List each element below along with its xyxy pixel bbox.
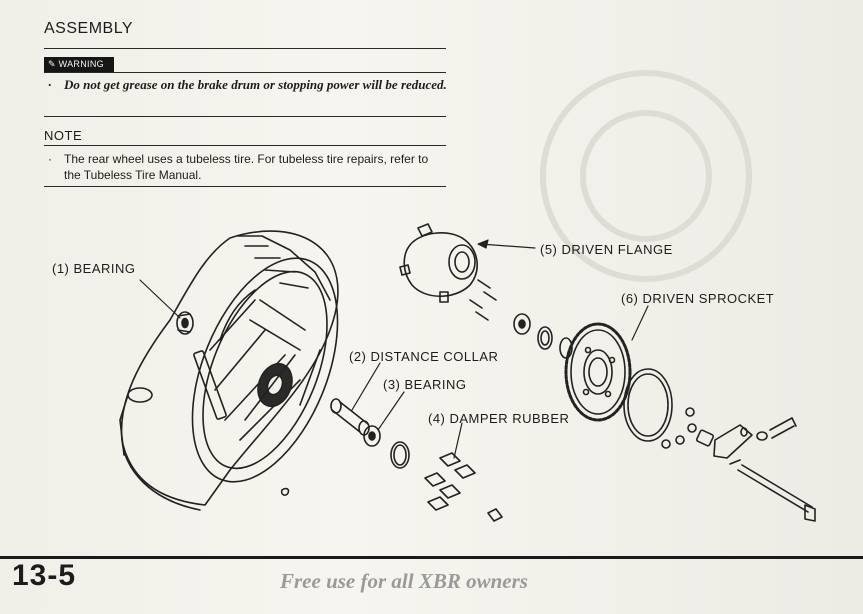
warning-message: Do not get grease on the brake drum or s… (64, 77, 447, 92)
section-title: ASSEMBLY (44, 20, 134, 37)
tire-illustration (119, 230, 339, 511)
title-rule (44, 48, 446, 49)
driven-sprocket-illustration (564, 322, 632, 422)
callout-distance-collar: (2) DISTANCE COLLAR (349, 349, 499, 364)
damper-rubbers-illustration (424, 452, 503, 522)
note-title: NOTE (44, 128, 83, 143)
warning-badge-label: WARNING (58, 59, 104, 69)
callout-bearing-1: (1) BEARING (52, 261, 136, 276)
bearing-1-illustration (176, 311, 194, 335)
bearing-3-illustration (363, 425, 381, 447)
warning-badge: ✎ WARNING (44, 57, 114, 72)
note-text: · The rear wheel uses a tubeless tire. F… (48, 151, 448, 183)
footer-rule (0, 556, 863, 559)
note-rule-bottom (44, 186, 446, 187)
flange-studs-illustration (469, 279, 497, 321)
axle-illustration (729, 459, 816, 522)
bleed-through-area (450, 10, 850, 390)
footer-note: Free use for all XBR owners (280, 569, 528, 593)
bullet-icon: · (48, 77, 52, 92)
note-rule-top (44, 145, 446, 146)
clip-illustration (280, 487, 290, 496)
bullet-icon: · (48, 152, 52, 166)
distance-collar-illustration (330, 398, 370, 436)
warning-text: · Do not get grease on the brake drum or… (48, 76, 448, 93)
driven-flange-illustration (399, 223, 478, 303)
leader-lines (139, 239, 649, 459)
o-ring-illustration (390, 441, 410, 469)
note-message: The rear wheel uses a tubeless tire. For… (64, 152, 429, 182)
warning-rule-bottom (44, 116, 446, 117)
rear-wheel-exploded-diagram (119, 223, 816, 522)
callout-driven-sprocket: (6) DRIVEN SPROCKET (621, 291, 775, 306)
warning-icon: ✎ (48, 59, 59, 69)
callout-bearing-3: (3) BEARING (383, 377, 467, 392)
axle-nuts-illustration (661, 407, 797, 459)
callout-damper-rubber: (4) DAMPER RUBBER (428, 411, 570, 426)
retaining-ring-illustration (623, 368, 673, 442)
wheel-rim-illustration (191, 257, 339, 483)
page-number: 13-5 (12, 559, 77, 592)
callout-driven-flange: (5) DRIVEN FLANGE (540, 242, 673, 257)
bearing-washers-illustration (513, 313, 573, 359)
warning-rule-top (44, 72, 446, 73)
